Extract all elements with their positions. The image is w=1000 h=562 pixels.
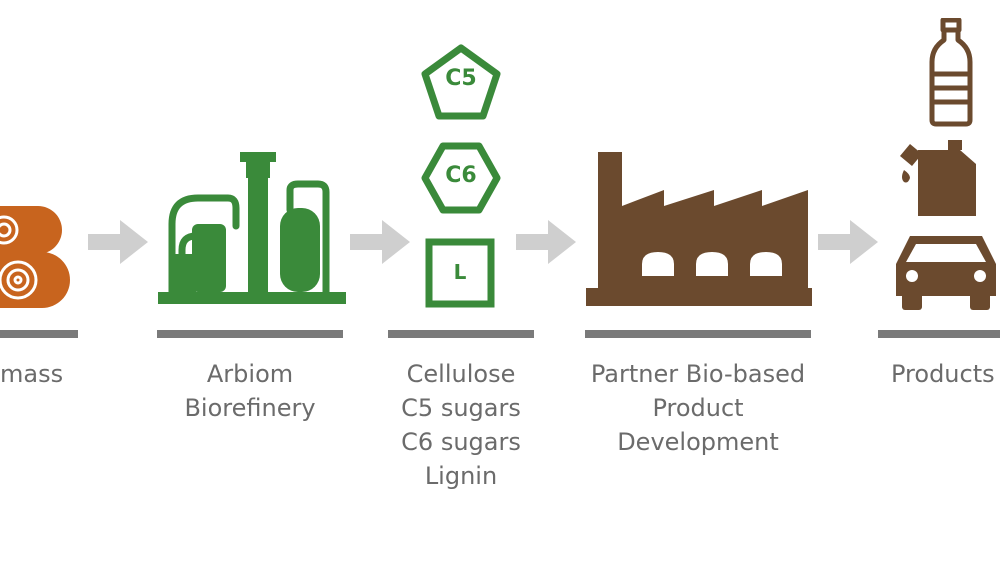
fuel-can-icon	[900, 140, 976, 216]
stage-bar-partner	[585, 330, 811, 338]
stage-label-biomass: mass	[0, 360, 64, 388]
arrow-right-icon	[516, 220, 576, 264]
bottle-icon	[929, 18, 973, 127]
lignin-square-icon: L	[425, 238, 495, 308]
stage-bar-biomass	[0, 330, 78, 338]
stage-bar-products	[878, 330, 1000, 338]
factory-icon	[586, 152, 812, 306]
car-icon	[896, 236, 996, 310]
stage-label-biorefinery: Arbiom Biorefinery	[184, 360, 316, 422]
wood-logs-icon	[0, 206, 70, 308]
c5-pentagon-icon: C5	[421, 44, 501, 120]
arrow-right-icon	[350, 220, 410, 264]
stage-bar-biorefinery	[157, 330, 343, 338]
stage-label-cellulose: Cellulose C5 sugars C6 sugars Lignin	[401, 360, 521, 490]
stage-bar-cellulose	[388, 330, 534, 338]
lignin-label: L	[453, 260, 467, 284]
stage-label-partner: Partner Bio-based Product Development	[590, 360, 806, 456]
refinery-plant-icon	[158, 152, 346, 304]
c6-label: C6	[445, 163, 477, 188]
c6-hexagon-icon: C6	[421, 142, 501, 214]
arrow-right-icon	[88, 220, 148, 264]
stage-label-products: Products	[891, 360, 995, 388]
c5-label: C5	[445, 66, 477, 91]
arrow-right-icon	[818, 220, 878, 264]
